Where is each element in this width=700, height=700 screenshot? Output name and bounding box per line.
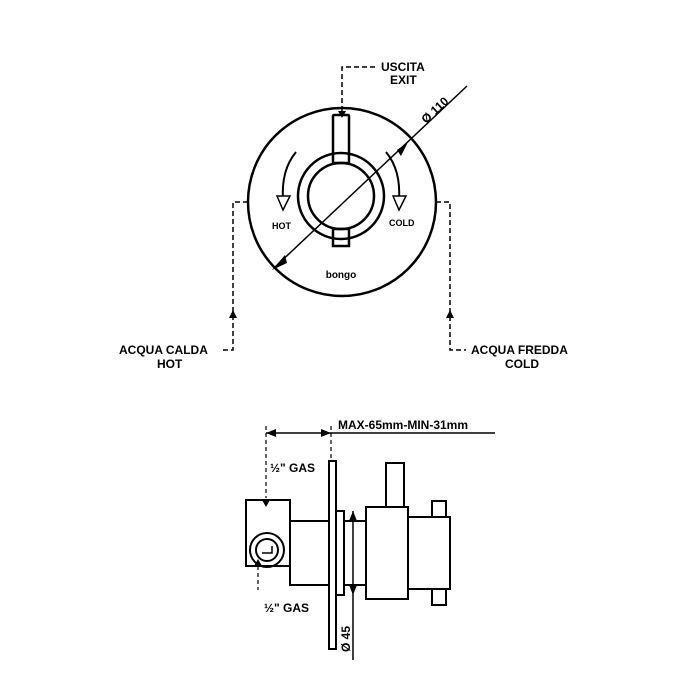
cold-inlet-sub-label: COLD [505, 357, 539, 371]
hot-rotation-arrow-head [275, 195, 292, 212]
outlet-leader [341, 66, 376, 111]
hot-rotation-arrow [281, 151, 297, 201]
diameter-label: Ø 110 [418, 94, 451, 126]
mixer-cap [407, 516, 451, 590]
dial-ring-outer [296, 151, 386, 241]
dia45-arrow-bottom [349, 585, 357, 595]
cold-rotation-arrow [385, 151, 401, 201]
gas-bottom-label: ½" GAS [264, 601, 309, 615]
top-view: HOT COLD bongo Ø 110 USCITA EXIT ACQUA C… [119, 60, 568, 371]
diameter-line [273, 85, 468, 269]
gas-bottom-arrow [254, 559, 262, 566]
lever-stem [385, 462, 405, 508]
diameter-arrow-start [272, 255, 287, 270]
hot-inlet-arrow [229, 310, 237, 318]
depth-arrow-right [321, 429, 331, 437]
outlet-sub-label: EXIT [390, 73, 417, 87]
hot-inlet-sub-label: HOT [157, 357, 183, 371]
lever-handle [331, 113, 351, 165]
inlet-port-mark [262, 546, 273, 554]
cap-bottom-knob [431, 588, 447, 606]
cold-label: COLD [389, 218, 415, 228]
cold-inlet-arrow [446, 310, 454, 318]
dia45-arrow-top [349, 511, 357, 521]
gas-top-arrow [262, 500, 270, 507]
depth-arrow-left [266, 429, 276, 437]
lever-base [331, 227, 351, 248]
diameter-arrow-end [397, 142, 408, 156]
valve-body [289, 520, 330, 586]
brand-logo-text: bongo [326, 270, 357, 281]
side-view: MAX-65mm-MIN-31mm ½" GAS ½" GAS Ø 45 [245, 418, 495, 660]
mixer-neck [343, 520, 367, 586]
trim-sleeve [335, 510, 345, 596]
inlet-port-outer [249, 532, 285, 568]
hot-inlet-leader [222, 201, 248, 351]
gas-top-label: ½" GAS [270, 461, 315, 475]
hot-inlet-label: ACQUA CALDA [119, 343, 208, 357]
dia45-label: Ø 45 [339, 626, 353, 652]
cap-top-knob [431, 500, 447, 518]
cold-rotation-arrow-head [391, 195, 408, 212]
dial-ring-inner [306, 161, 376, 231]
hot-label: HOT [272, 221, 292, 231]
depth-label: MAX-65mm-MIN-31mm [338, 418, 468, 432]
cold-inlet-leader [436, 201, 466, 351]
inlet-port-inner [255, 538, 279, 562]
mixer-body [365, 506, 409, 600]
cold-inlet-label: ACQUA FREDDA [471, 343, 568, 357]
outlet-label: USCITA [381, 60, 425, 74]
outlet-arrow [338, 111, 346, 118]
wall-plate [328, 460, 337, 650]
